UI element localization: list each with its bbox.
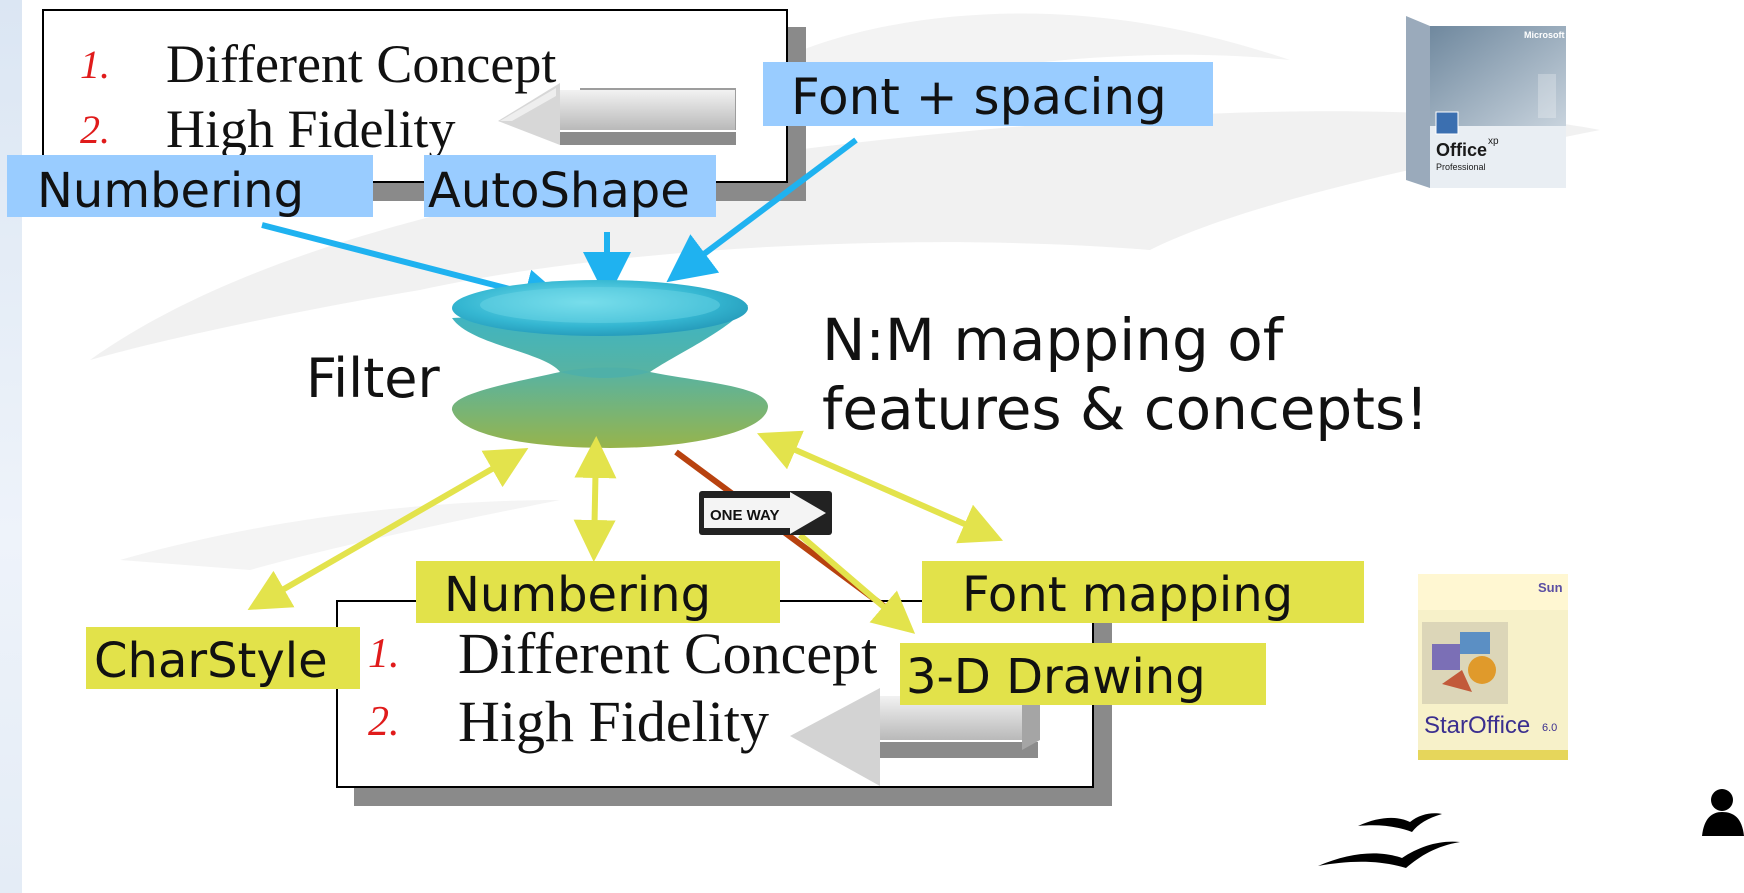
staroffice-box-art [1418,574,1568,760]
font-spacing-blue-arrow [666,137,858,283]
drawing-3d-yellow-arrow [798,532,916,634]
staroffice-product: StarOffice [1424,712,1531,739]
one-way-sign-text: ONE WAY [710,507,779,524]
numbering-top-label: Numbering [7,155,373,217]
numbering-yellow-arrow [573,436,617,562]
staroffice-version: 6.0 [1542,722,1558,734]
staroffice-brand: Sun [1538,580,1563,595]
charstyle-label: CharStyle [86,627,360,689]
charstyle-yellow-arrow [247,448,529,610]
office-xp-box-art [1406,16,1566,188]
top-3d-arrow [498,83,736,145]
bottom-doc-num-1: 1. [368,631,400,677]
bird-icon [1318,813,1460,868]
filter-label: Filter [306,347,440,410]
drawing-3d-label: 3-D Drawing [900,643,1266,705]
bottom-doc-text-1: Different Concept [458,621,878,686]
office-xp-product-box: Microsoft Office xp Professional [1406,16,1566,188]
person-icon [1702,789,1744,836]
font-mapping-label: Font mapping [922,561,1364,623]
office-edition: Professional [1436,162,1486,172]
side-strip [0,0,22,893]
bottom-3d-arrow [790,680,1040,786]
numbering-bottom-label: Numbering [416,561,780,623]
office-brand: Microsoft [1524,30,1565,40]
mapping-text-line-2: features & concepts! [822,375,1429,443]
top-doc-text-1: Different Concept [166,34,557,94]
top-doc-num-1: 1. [80,42,110,87]
mapping-text-line-1: N:M mapping of [822,306,1284,374]
font-mapping-yellow-arrow [757,430,1003,544]
staroffice-product-box: Sun StarOffice 6.0 [1418,574,1568,760]
top-doc-num-2: 2. [80,107,110,152]
bottom-doc-num-2: 2. [368,699,400,745]
font-spacing-label: Font + spacing [763,62,1213,126]
top-doc-text-2: High Fidelity [166,99,456,159]
filter-shape [451,280,768,448]
office-version: xp [1488,136,1499,147]
top-document-box: 1. Different Concept 2. High Fidelity [42,9,788,183]
office-product: Office [1436,140,1488,160]
bottom-doc-text-2: High Fidelity [458,689,769,754]
autoshape-label: AutoShape [424,155,716,217]
one-way-sign: ONE WAY [699,491,832,535]
